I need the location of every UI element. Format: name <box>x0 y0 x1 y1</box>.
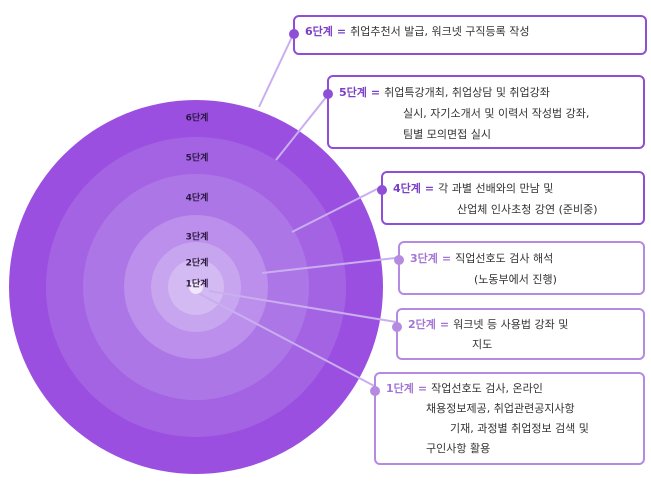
step-box-4: 4단계=각 과별 선배와의 만남 및 산업체 인사초청 강연 (준비중) <box>377 171 645 225</box>
step-text-1-2: 채용정보제공, 취업관련공지사항 <box>426 402 575 415</box>
step-text-4-2: 산업체 인사초청 강연 (준비중) <box>457 203 598 216</box>
step-text-5-3: 팀별 모의면접 실시 <box>403 128 491 141</box>
connector-line-5 <box>275 90 332 161</box>
connector-line-4 <box>291 183 388 233</box>
step-text-1-4: 구인사항 활용 <box>426 442 491 455</box>
step-text-1-1: 작업선호도 검사, 온라인 <box>431 382 543 395</box>
step-name-3: 3단계 <box>410 252 438 265</box>
step-text-4-1: 각 과별 선배와의 만남 및 <box>438 182 554 195</box>
ring-label-3: 3단계 <box>185 232 209 243</box>
connector-line-2 <box>208 290 403 324</box>
ring-label-1: 1단계 <box>185 279 209 290</box>
step-text-5-2: 실시, 자기소개서 및 이력서 작성법 강좌, <box>403 107 590 120</box>
step-box-1: 1단계=작업선호도 검사, 온라인 채용정보제공, 취업관련공지사항 기재, 과… <box>370 372 645 465</box>
ring-label-4: 4단계 <box>185 193 209 204</box>
step-text-1-3: 기재, 과정별 취업정보 검색 및 <box>450 422 589 435</box>
step-text-5-1: 취업특강개최, 취업상담 및 취업강좌 <box>384 86 550 99</box>
step-box-6: 6단계=취업추천서 발급, 워크넷 구직등록 작성 <box>289 15 647 55</box>
step-text-2-1: 워크넷 등 사용법 강좌 및 <box>453 318 569 331</box>
step-text-3-1: 직업선호도 검사 해석 <box>455 252 554 265</box>
ring-label-6: 6단계 <box>185 113 209 124</box>
ring-label-5: 5단계 <box>185 153 209 164</box>
step-box-5: 5단계=취업특강개최, 취업상담 및 취업강좌 실시, 자기소개서 및 이력서 … <box>323 75 645 149</box>
connector-line-1 <box>197 292 381 390</box>
step-name-5: 5단계 <box>339 86 367 99</box>
step-text-2-2: 지도 <box>472 338 493 351</box>
step-name-1: 1단계 <box>386 382 414 395</box>
step-text-6-1: 취업추천서 발급, 워크넷 구직등록 작성 <box>350 25 530 38</box>
step-name-2: 2단계 <box>408 318 436 331</box>
center-dot <box>189 280 203 294</box>
step-box-3: 3단계=직업선호도 검사 해석 (노동부에서 진행) <box>394 241 645 295</box>
step-text-3-2: (노동부에서 진행) <box>474 273 557 286</box>
step-name-6: 6단계 <box>305 25 333 38</box>
ring-label-2: 2단계 <box>185 258 209 269</box>
step-box-2: 2단계=워크넷 등 사용법 강좌 및 지도 <box>392 308 645 360</box>
connector-line-3 <box>261 256 405 274</box>
step-name-4: 4단계 <box>393 182 421 195</box>
